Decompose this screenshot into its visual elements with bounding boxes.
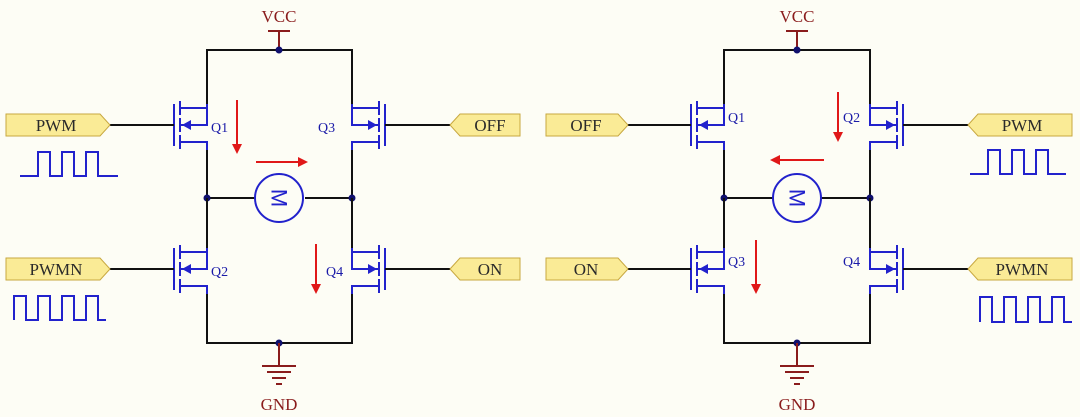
port-label: ON [478,260,503,279]
port-label: OFF [474,116,505,135]
pwm-waveform [970,149,1066,175]
gnd-symbol: GND [261,343,298,414]
motor: M [772,173,822,223]
motor-label: M [267,189,292,207]
current-arrow [256,157,308,167]
transistor-q2: Q2 [843,101,904,150]
q-label: Q2 [211,265,228,280]
port-off-right: OFF [545,113,629,137]
port-label: PWMN [30,260,83,279]
vcc-symbol: VCC [262,7,297,50]
gnd-label: GND [779,395,816,414]
transistor-q2: Q2 [173,245,228,294]
h-bridge-right: VCC Q1 Q2 [545,7,1073,414]
current-arrow [770,155,824,165]
port-on-right: ON [545,257,629,281]
transistor-q4: Q4 [326,245,386,294]
q-label: Q4 [843,255,860,270]
transistor-q1: Q1 [173,101,228,150]
vcc-symbol: VCC [780,7,815,50]
gnd-symbol: GND [779,343,816,414]
pwm-waveform [20,151,118,177]
q-label: Q3 [318,121,335,136]
q-label: Q1 [211,121,228,136]
gnd-rail [723,294,871,344]
port-label: ON [574,260,599,279]
vcc-label: VCC [780,7,815,26]
transistor-q3: Q3 [690,245,745,294]
port-pwm-right: PWM [967,113,1073,137]
port-label: OFF [570,116,601,135]
port-label: PWM [36,116,77,135]
transistor-q3: Q3 [318,101,386,150]
port-pwm-left: PWM [5,113,111,137]
port-on-left: ON [449,257,521,281]
vcc-rail [723,49,871,104]
pwmn-waveform [979,296,1072,323]
motor: M [254,173,304,223]
q-label: Q1 [728,111,745,126]
port-pwmn-left: PWMN [5,257,111,281]
current-arrow [232,100,242,154]
q-label: Q2 [843,111,860,126]
vcc-label: VCC [262,7,297,26]
current-arrow [311,244,321,294]
port-label: PWMN [996,260,1049,279]
motor-label: M [785,189,810,207]
q-label: Q3 [728,255,745,270]
port-label: PWM [1002,116,1043,135]
gnd-rail [206,294,353,344]
current-arrow [751,240,761,294]
vcc-rail [206,49,353,104]
current-arrow [833,92,843,142]
q-label: Q4 [326,265,343,280]
pwmn-waveform [13,295,106,321]
transistor-q1: Q1 [690,101,745,150]
gnd-label: GND [261,395,298,414]
transistor-q4: Q4 [843,245,904,294]
port-off-left: OFF [449,113,521,137]
h-bridge-left: VCC Q1 [5,7,521,414]
port-pwmn-right: PWMN [967,257,1073,281]
